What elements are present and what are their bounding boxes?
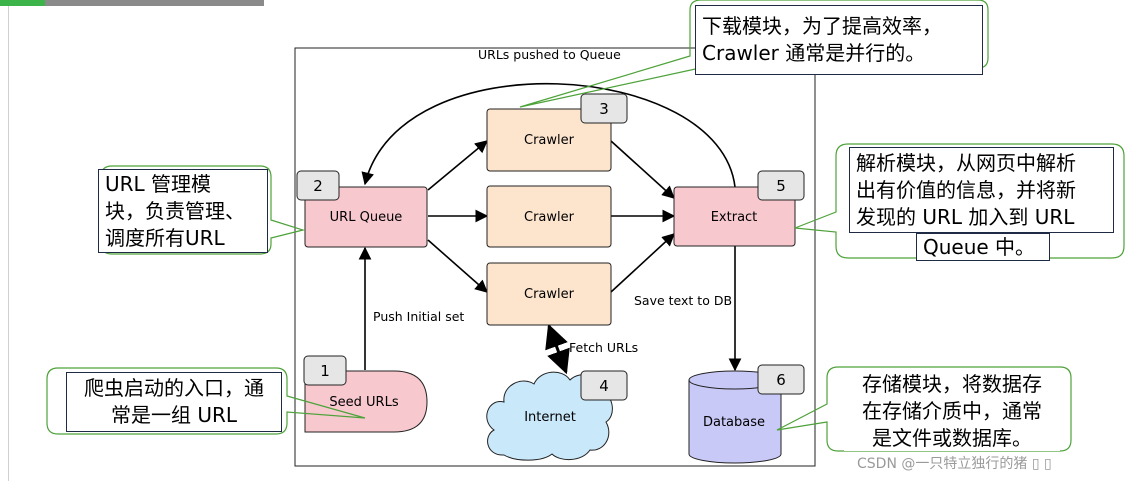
edge-queue-to-crawler-bottom xyxy=(427,239,488,293)
label-fetch-urls: Fetch URLs xyxy=(569,340,638,355)
callout-parse-line-4: Queue 中。 xyxy=(923,235,1036,259)
edges xyxy=(358,82,742,375)
callout-storage-line-1: 存储模块，将数据存 xyxy=(862,372,1042,396)
callout-entry-line-2: 常是一组 URL xyxy=(110,403,238,427)
label-urls-pushed: URLs pushed to Queue xyxy=(478,47,621,62)
node-url-queue-label: URL Queue xyxy=(330,210,403,225)
callout-entry-line-1: 爬虫启动的入口，通 xyxy=(84,376,264,400)
node-crawler-top xyxy=(486,108,612,172)
node-internet-label: Internet xyxy=(524,410,576,425)
left-border xyxy=(8,6,9,481)
node-database xyxy=(688,380,782,464)
callout-url-manage-line-3: 调度所有URL xyxy=(105,226,225,250)
badge-6-label: 6 xyxy=(776,371,786,389)
callout-url-manage-line-1: URL 管理模 xyxy=(105,172,212,196)
diagram-frame xyxy=(294,47,816,467)
node-crawler-top-label: Crawler xyxy=(524,133,575,148)
callout-url-manage: URL 管理模 块，负责管理、 调度所有URL xyxy=(98,169,268,253)
badge-4 xyxy=(580,370,628,401)
badge-1-label: 1 xyxy=(320,362,330,380)
callout-parse-line-3: 发现的 URL 加入到 URL xyxy=(856,205,1075,229)
label-push-initial: Push Initial set xyxy=(373,309,464,324)
callout-storage: 存储模块，将数据存 在存储介质中，通常 是文件或数据库。 xyxy=(844,369,1060,451)
badge-6 xyxy=(757,364,805,395)
window-top-bar xyxy=(0,0,264,6)
callout-parse-tail: Queue 中。 xyxy=(916,233,1050,261)
edge-crawler-top-to-extract xyxy=(610,140,675,199)
callout-download-line-2: Crawler 通常是并行的。 xyxy=(702,41,926,65)
bubble-parse xyxy=(794,143,1125,259)
callout-bubbles xyxy=(46,0,1125,452)
node-seed-urls xyxy=(304,370,428,433)
node-crawler-mid xyxy=(486,185,612,248)
node-crawler-bottom-label: Crawler xyxy=(524,287,575,302)
label-save-text: Save text to DB xyxy=(634,293,732,308)
callout-entry: 爬虫启动的入口，通 常是一组 URL xyxy=(66,372,282,432)
node-database-label: Database xyxy=(703,415,765,430)
edge-crawler-internet xyxy=(545,323,570,375)
callout-download-line-1: 下载模块，为了提高效率， xyxy=(702,14,942,38)
callout-storage-line-3: 是文件或数据库。 xyxy=(872,426,1032,450)
callout-storage-line-2: 在存储介质中，通常 xyxy=(862,399,1042,423)
badge-2 xyxy=(296,170,340,201)
callout-parse: 解析模块，从网页中解析 出有价值的信息，并将新 发现的 URL 加入到 URL xyxy=(849,147,1114,233)
badge-4-label: 4 xyxy=(599,377,609,395)
edge-extract-to-queue xyxy=(361,82,736,188)
bubble-storage xyxy=(776,366,1072,452)
badge-3-label: 3 xyxy=(599,100,609,118)
active-tab-indicator xyxy=(0,0,45,6)
bubble-download xyxy=(519,0,989,108)
edge-crawler-bottom-to-extract xyxy=(610,233,675,293)
badge-2-label: 2 xyxy=(313,177,323,195)
callout-parse-line-1: 解析模块，从网页中解析 xyxy=(856,151,1076,175)
node-crawler-bottom xyxy=(486,262,612,326)
callout-url-manage-line-2: 块，负责管理、 xyxy=(105,199,245,223)
callout-download: 下载模块，为了提高效率， Crawler 通常是并行的。 xyxy=(695,5,983,75)
node-extract-label: Extract xyxy=(711,210,758,225)
node-crawler-mid-label: Crawler xyxy=(524,210,575,225)
bubble-entry xyxy=(46,367,366,435)
badge-1 xyxy=(303,355,347,386)
node-extract xyxy=(673,186,796,247)
badge-3 xyxy=(580,93,628,124)
node-url-queue xyxy=(304,186,428,248)
node-seed-urls-label: Seed URLs xyxy=(329,395,398,410)
badge-5-label: 5 xyxy=(776,177,786,195)
watermark: CSDN @一只特立独行的猪 ▯ ▯ xyxy=(857,456,1052,472)
badge-5 xyxy=(757,170,805,201)
callout-parse-line-2: 出有价值的信息，并将新 xyxy=(856,178,1076,202)
edge-queue-to-crawler-top xyxy=(427,140,488,191)
